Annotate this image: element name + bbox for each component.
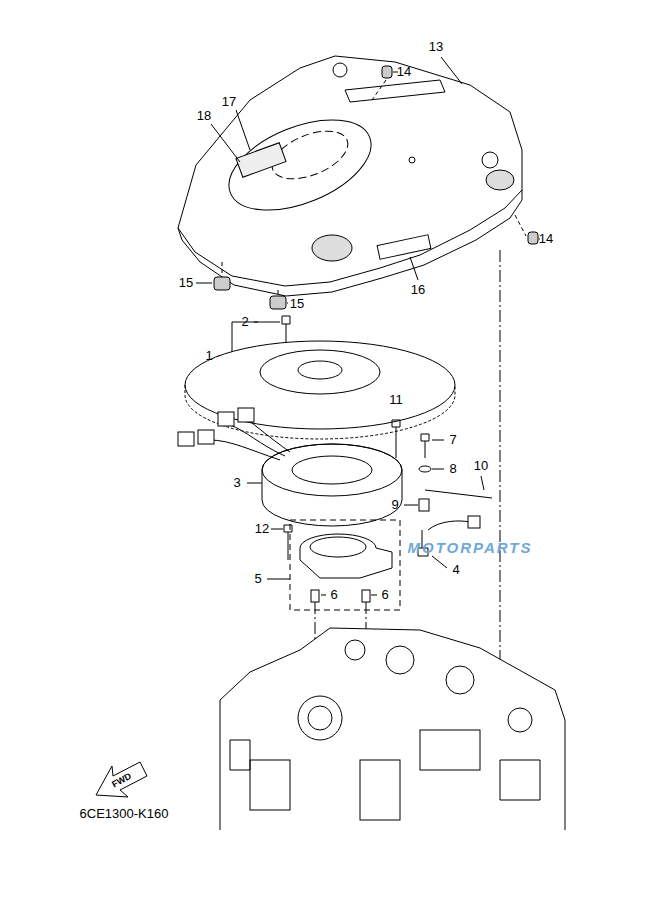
connector bbox=[198, 430, 214, 444]
dowel bbox=[311, 590, 319, 602]
callout-number: 8 bbox=[449, 462, 456, 476]
flywheel-ring bbox=[185, 385, 455, 439]
watermark: MOTORPARTS bbox=[407, 540, 532, 557]
engine-part bbox=[298, 696, 342, 740]
cover-decal bbox=[236, 143, 286, 178]
callout-number: 7 bbox=[449, 433, 456, 447]
base-plate bbox=[300, 534, 392, 578]
bolt bbox=[421, 434, 429, 458]
cover-knob bbox=[312, 235, 352, 261]
diagram-code: 6CE1300-K160 bbox=[80, 807, 169, 821]
engine-part bbox=[386, 646, 414, 674]
cover-slot bbox=[345, 80, 445, 102]
engine-part bbox=[250, 760, 290, 810]
callout-number: 15 bbox=[179, 276, 193, 290]
callout-number: 11 bbox=[389, 393, 403, 407]
cover-hole bbox=[333, 63, 347, 77]
grommet bbox=[528, 232, 538, 244]
callout-number: 3 bbox=[233, 476, 240, 490]
engine-block bbox=[220, 628, 565, 830]
bolt bbox=[392, 420, 400, 458]
bolt bbox=[284, 525, 292, 560]
cover-hole bbox=[482, 152, 498, 168]
connector bbox=[238, 408, 254, 422]
flywheel-hub bbox=[298, 361, 342, 379]
engine-part bbox=[308, 706, 332, 730]
callout-number: 5 bbox=[254, 572, 261, 586]
base-ring bbox=[310, 537, 366, 557]
flywheel-hub bbox=[260, 350, 380, 394]
engine-part bbox=[345, 640, 365, 660]
cover-edge bbox=[178, 190, 522, 296]
callout-number: 18 bbox=[197, 109, 211, 123]
leader-line bbox=[222, 80, 526, 294]
clip bbox=[419, 499, 429, 511]
callout-number: 14 bbox=[397, 65, 411, 79]
callout-number: 2 bbox=[241, 315, 248, 329]
stator-top bbox=[262, 444, 402, 496]
callout-number: 16 bbox=[411, 283, 425, 297]
callout-number: 15 bbox=[290, 297, 304, 311]
callout-number: 10 bbox=[474, 459, 488, 473]
callout-number: 6 bbox=[381, 588, 388, 602]
fwd-arrow bbox=[96, 762, 147, 797]
rod bbox=[425, 490, 492, 498]
engine-part bbox=[420, 730, 480, 770]
grommet bbox=[270, 296, 286, 309]
washer bbox=[419, 466, 431, 472]
cover-top bbox=[216, 102, 384, 229]
callout-number: 1 bbox=[205, 349, 212, 363]
dowel bbox=[362, 590, 370, 602]
dashed-group bbox=[290, 520, 400, 610]
engine-part bbox=[230, 740, 540, 800]
engine-part bbox=[446, 666, 474, 694]
callout-number: 9 bbox=[391, 498, 398, 512]
engine-part bbox=[508, 708, 532, 732]
callout-number: 6 bbox=[330, 588, 337, 602]
leader-line bbox=[196, 57, 540, 595]
callout-number: 14 bbox=[539, 232, 553, 246]
stator bbox=[262, 444, 402, 526]
connector bbox=[218, 412, 234, 426]
cover-hole bbox=[409, 157, 415, 163]
connector bbox=[468, 516, 480, 528]
callout-number: 4 bbox=[452, 563, 459, 577]
callout-number: 13 bbox=[429, 40, 443, 54]
engine-part bbox=[360, 760, 400, 820]
flywheel bbox=[185, 341, 455, 429]
engine-cover bbox=[178, 56, 522, 286]
callout-number: 12 bbox=[255, 522, 269, 536]
connector bbox=[178, 432, 194, 446]
grommet bbox=[214, 277, 230, 290]
cover-knob bbox=[486, 170, 514, 190]
cover-decal bbox=[377, 235, 431, 260]
grommet bbox=[382, 66, 392, 78]
stator-bore bbox=[292, 456, 372, 484]
callout-number: 17 bbox=[222, 95, 236, 109]
